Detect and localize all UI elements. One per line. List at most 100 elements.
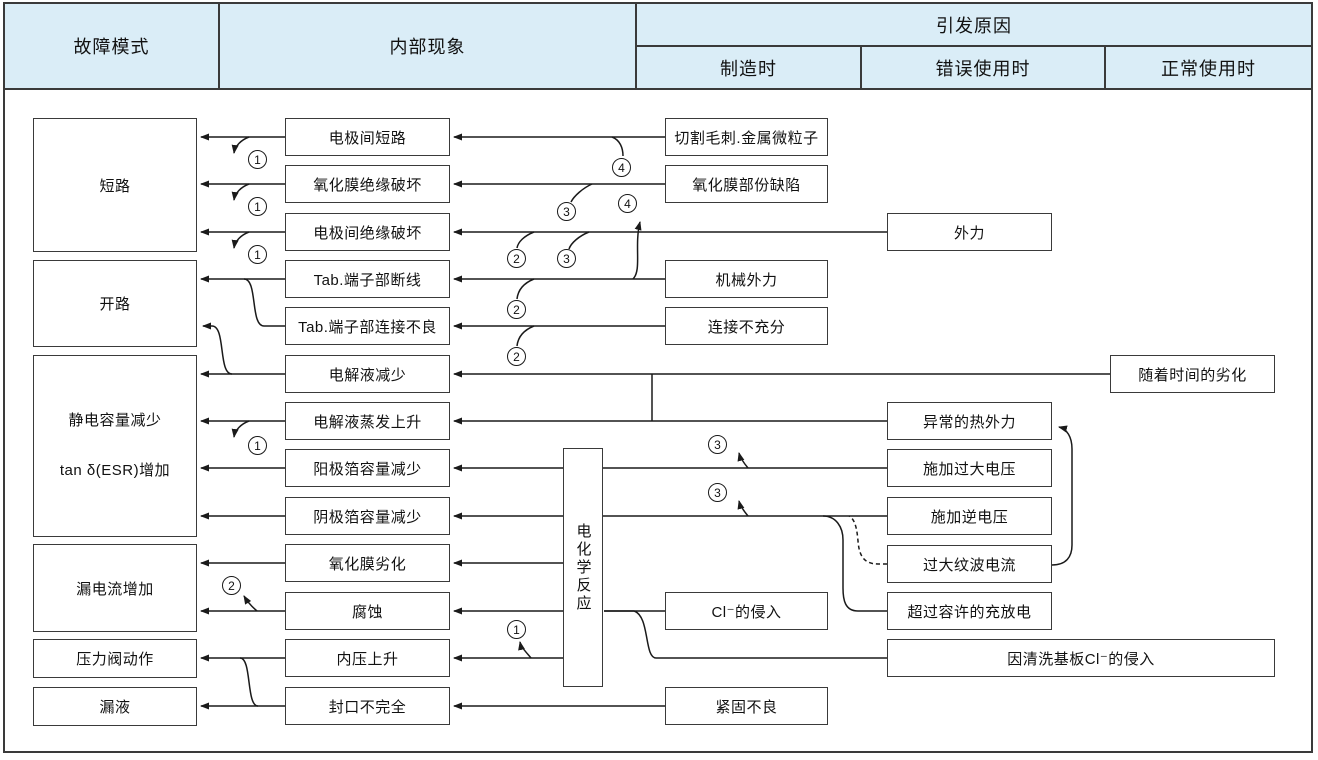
- header-cell-internal-phenomenon: 内部现象: [218, 2, 637, 90]
- connector-1: 1: [248, 150, 267, 169]
- connector-2: 2: [507, 249, 526, 268]
- box-label: 电极间短路: [328, 129, 407, 147]
- box-label: 静电容量减少: [68, 412, 162, 429]
- box-tab-terminal-break: Tab.端子部断线: [285, 260, 450, 298]
- box-label: 异常的热外力: [922, 413, 1016, 431]
- box-charge-discharge-over-limit: 超过容许的充放电: [887, 592, 1052, 630]
- box-electrochemical-reaction: 电化学反应: [563, 448, 603, 687]
- box-excessive-ripple-current: 过大纹波电流: [887, 545, 1052, 583]
- connector-2: 2: [507, 347, 526, 366]
- box-tab-terminal-bad-connection: Tab.端子部连接不良: [285, 307, 450, 345]
- connector-digit: 3: [563, 204, 570, 219]
- box-label: 漏电流增加: [76, 580, 154, 598]
- box-incomplete-sealing: 封口不完全: [285, 687, 450, 725]
- connector-4: 4: [612, 158, 631, 177]
- box-label: 外力: [953, 224, 985, 242]
- box-label: 切割毛刺.金属微粒子: [674, 129, 819, 147]
- box-label: 内压上升: [336, 650, 399, 668]
- box-reverse-voltage: 施加逆电压: [887, 497, 1052, 535]
- box-electrolyte-decrease: 电解液减少: [285, 355, 450, 393]
- box-external-force: 外力: [887, 213, 1052, 251]
- connector-digit: 1: [254, 199, 261, 214]
- header-label: 内部现象: [389, 37, 466, 57]
- box-deterioration-over-time: 随着时间的劣化: [1110, 355, 1275, 393]
- box-poor-fastening: 紧固不良: [665, 687, 828, 725]
- box-label: 电化学反应: [574, 522, 592, 613]
- header-label: 正常使用时: [1161, 58, 1256, 79]
- box-electrode-short: 电极间短路: [285, 118, 450, 156]
- header-label: 制造时: [720, 58, 777, 79]
- box-oxide-film-partial-defect: 氧化膜部份缺陷: [665, 165, 828, 203]
- connector-digit: 2: [228, 578, 235, 593]
- box-label: 漏液: [99, 699, 131, 716]
- box-excessive-voltage: 施加过大电压: [887, 449, 1052, 487]
- connector-3: 3: [557, 202, 576, 221]
- connector-1: 1: [507, 620, 526, 639]
- box-label: Tab.端子部断线: [313, 271, 422, 289]
- box-internal-pressure-rise: 内压上升: [285, 639, 450, 677]
- box-label: 阳极箔容量减少: [313, 460, 422, 478]
- box-label: 腐蚀: [351, 603, 383, 621]
- connector-3: 3: [708, 435, 727, 454]
- connector-digit: 1: [513, 622, 520, 637]
- box-label: 过大纹波电流: [922, 556, 1016, 574]
- box-label: 超过容许的充放电: [907, 603, 1032, 621]
- box-label: 随着时间的劣化: [1138, 366, 1247, 384]
- connector-digit: 3: [714, 437, 721, 452]
- box-mechanical-force: 机械外力: [665, 260, 828, 298]
- connector-3: 3: [557, 249, 576, 268]
- connector-1: 1: [248, 197, 267, 216]
- box-label: 紧固不良: [715, 698, 778, 716]
- box-electrolyte-evaporation: 电解液蒸发上升: [285, 402, 450, 440]
- box-label: 短路: [99, 177, 131, 195]
- header-cell-misuse: 错误使用时: [860, 45, 1106, 90]
- box-capacitance-decrease-esr-increase: 静电容量减少 tan δ(ESR)增加: [33, 355, 197, 537]
- box-label: 因清洗基板Cl⁻的侵入: [1007, 650, 1155, 668]
- box-leakage-current-increase: 漏电流增加: [33, 544, 197, 632]
- box-corrosion: 腐蚀: [285, 592, 450, 630]
- box-label: Tab.端子部连接不良: [298, 318, 437, 336]
- header-cell-cause: 引发原因: [635, 2, 1313, 47]
- box-label: 氧化膜绝缘破坏: [313, 176, 422, 194]
- box-open-circuit: 开路: [33, 260, 197, 347]
- box-label: 氧化膜部份缺陷: [692, 176, 801, 194]
- box-label: Cl⁻的侵入: [711, 603, 782, 621]
- header-label: 故障模式: [73, 37, 150, 57]
- box-label: tan δ(ESR)增加: [59, 462, 171, 479]
- box-pressure-valve-action: 压力阀动作: [33, 639, 197, 678]
- connector-digit: 3: [714, 485, 721, 500]
- connector-digit: 4: [624, 196, 631, 211]
- box-label: 电极间绝缘破坏: [313, 224, 422, 242]
- connector-4: 4: [618, 194, 637, 213]
- header-label: 引发原因: [936, 15, 1012, 36]
- box-label: 连接不充分: [707, 318, 786, 336]
- box-label: 机械外力: [715, 271, 778, 289]
- connector-1: 1: [248, 436, 267, 455]
- box-anode-foil-capacitance-decrease: 阳极箔容量减少: [285, 449, 450, 487]
- box-label: 阴极箔容量减少: [313, 508, 422, 526]
- box-cathode-foil-capacitance-decrease: 阴极箔容量减少: [285, 497, 450, 535]
- connector-digit: 2: [513, 302, 520, 317]
- box-oxide-film-deterioration: 氧化膜劣化: [285, 544, 450, 582]
- box-label: 开路: [99, 296, 131, 313]
- connector-digit: 1: [254, 152, 261, 167]
- box-label: 电解液蒸发上升: [313, 413, 422, 431]
- box-label: 压力阀动作: [76, 651, 154, 668]
- box-label: 施加逆电压: [930, 508, 1009, 526]
- connector-digit: 1: [254, 247, 261, 262]
- box-insufficient-connection: 连接不充分: [665, 307, 828, 345]
- box-abnormal-thermal-force: 异常的热外力: [887, 402, 1052, 440]
- box-liquid-leakage: 漏液: [33, 687, 197, 726]
- connector-2: 2: [222, 576, 241, 595]
- connector-3: 3: [708, 483, 727, 502]
- connector-digit: 1: [254, 438, 261, 453]
- box-label: 封口不完全: [328, 698, 407, 716]
- header-cell-failure-mode: 故障模式: [3, 2, 220, 90]
- header-cell-normal-use: 正常使用时: [1104, 45, 1313, 90]
- header-cell-manufacturing: 制造时: [635, 45, 862, 90]
- connector-digit: 2: [513, 349, 520, 364]
- connector-digit: 3: [563, 251, 570, 266]
- box-short-circuit: 短路: [33, 118, 197, 252]
